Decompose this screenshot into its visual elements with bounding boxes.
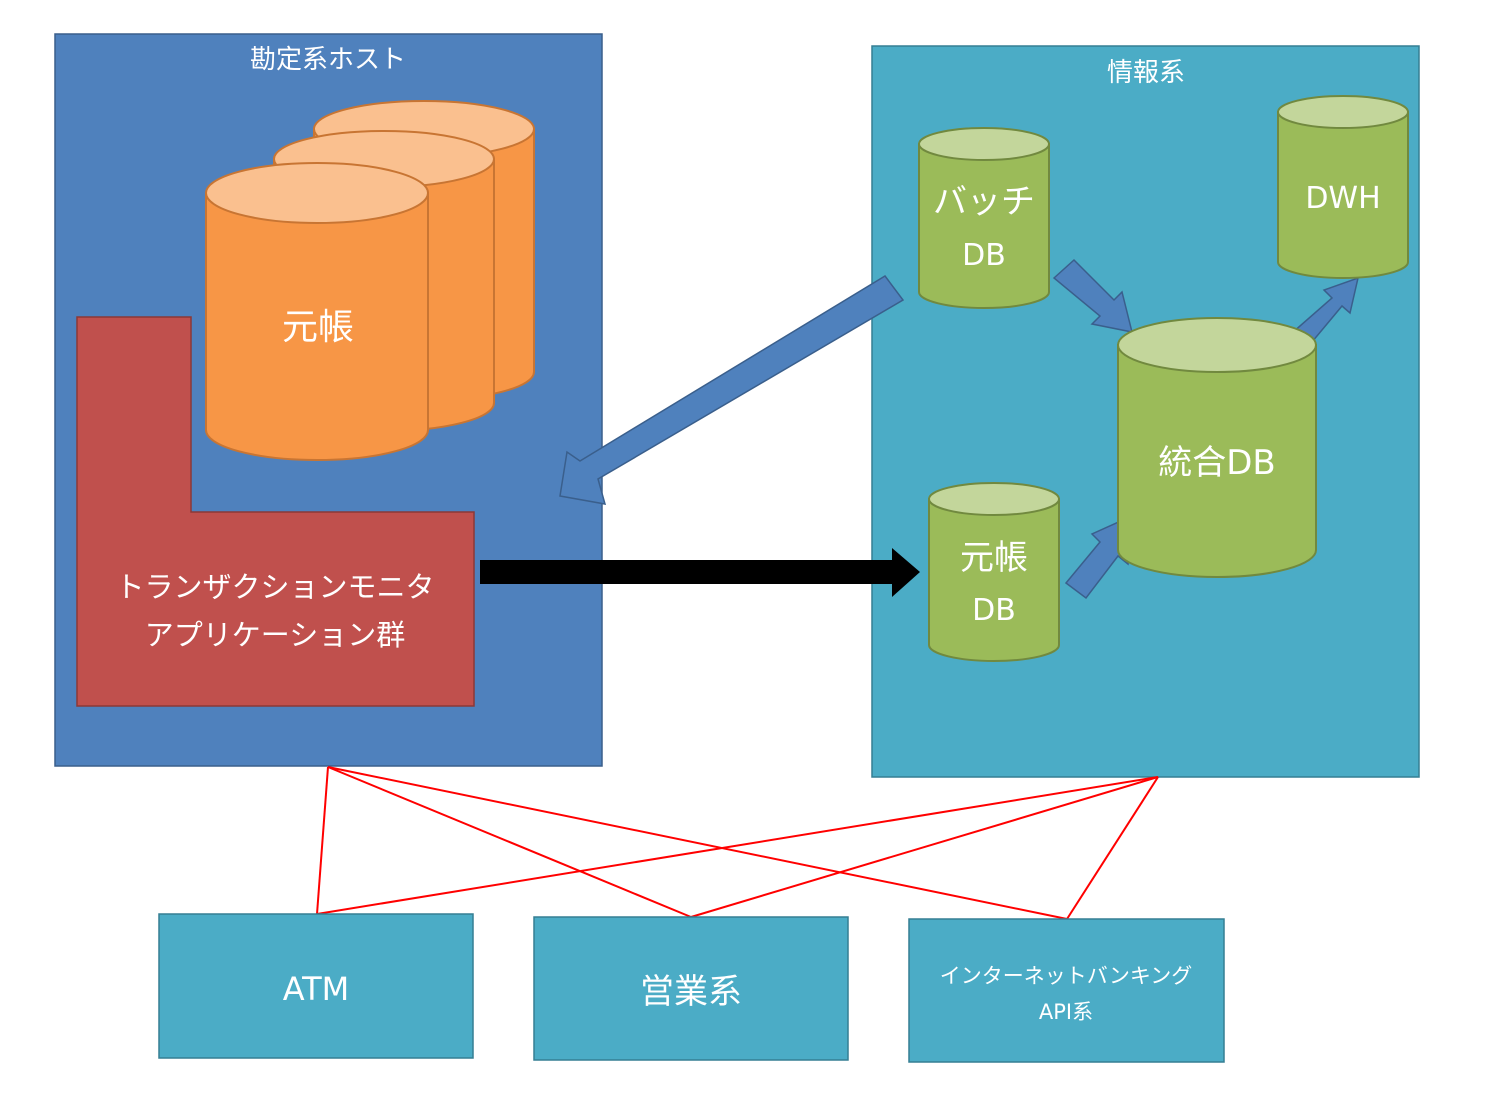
ledger-db-label-line1: 元帳 xyxy=(960,538,1028,578)
line-info-atm xyxy=(316,776,1159,915)
host-title: 勘定系ホスト xyxy=(250,45,406,75)
integrated-db-label: 統合DB xyxy=(1158,443,1276,483)
info-system-box: 情報系 バッチ DB 元帳 DB 統合DB xyxy=(871,45,1420,778)
line-host-internet xyxy=(327,766,1068,920)
line-host-sales xyxy=(327,766,692,918)
channel-connection-lines xyxy=(316,766,1159,920)
info-title: 情報系 xyxy=(1107,58,1185,88)
sales-label: 営業系 xyxy=(640,972,742,1012)
internet-banking-label-line1: インターネットバンキング xyxy=(940,964,1192,988)
batch-db-cylinder xyxy=(918,127,1050,309)
transaction-monitor-label-line2: アプリケーション群 xyxy=(145,618,405,652)
batch-db-label-line2: DB xyxy=(962,238,1006,273)
line-info-internet xyxy=(1066,776,1159,920)
line-info-sales xyxy=(690,776,1159,918)
internet-banking-box: インターネットバンキング API系 xyxy=(908,918,1225,1063)
transaction-monitor-label-line1: トランザクションモニタ xyxy=(115,570,434,604)
arrow-batch-to-host xyxy=(559,275,905,505)
dwh-label: DWH xyxy=(1305,181,1380,216)
ledger-label: 元帳 xyxy=(282,307,354,348)
dwh-cylinder xyxy=(1277,95,1409,279)
atm-label: ATM xyxy=(283,970,350,1008)
ledger-db-cylinder xyxy=(928,482,1060,662)
ledger-db-label-line2: DB xyxy=(972,593,1016,628)
internet-banking-label-line2: API系 xyxy=(1039,1000,1093,1024)
arrow-monitor-to-ledger-db xyxy=(480,548,920,597)
arrow-batch-to-integrated xyxy=(1052,258,1134,333)
ledger-cylinder-front xyxy=(205,162,429,461)
atm-box: ATM xyxy=(158,913,474,1059)
sales-box: 営業系 xyxy=(533,916,849,1061)
line-host-atm xyxy=(316,766,329,915)
transaction-monitor-block xyxy=(76,316,475,707)
integrated-db-cylinder xyxy=(1117,317,1317,578)
batch-db-label-line1: バッチ xyxy=(933,182,1035,222)
host-system-box: 勘定系ホスト 元帳 トランザクションモニタ アプリケーション群 xyxy=(54,33,603,767)
